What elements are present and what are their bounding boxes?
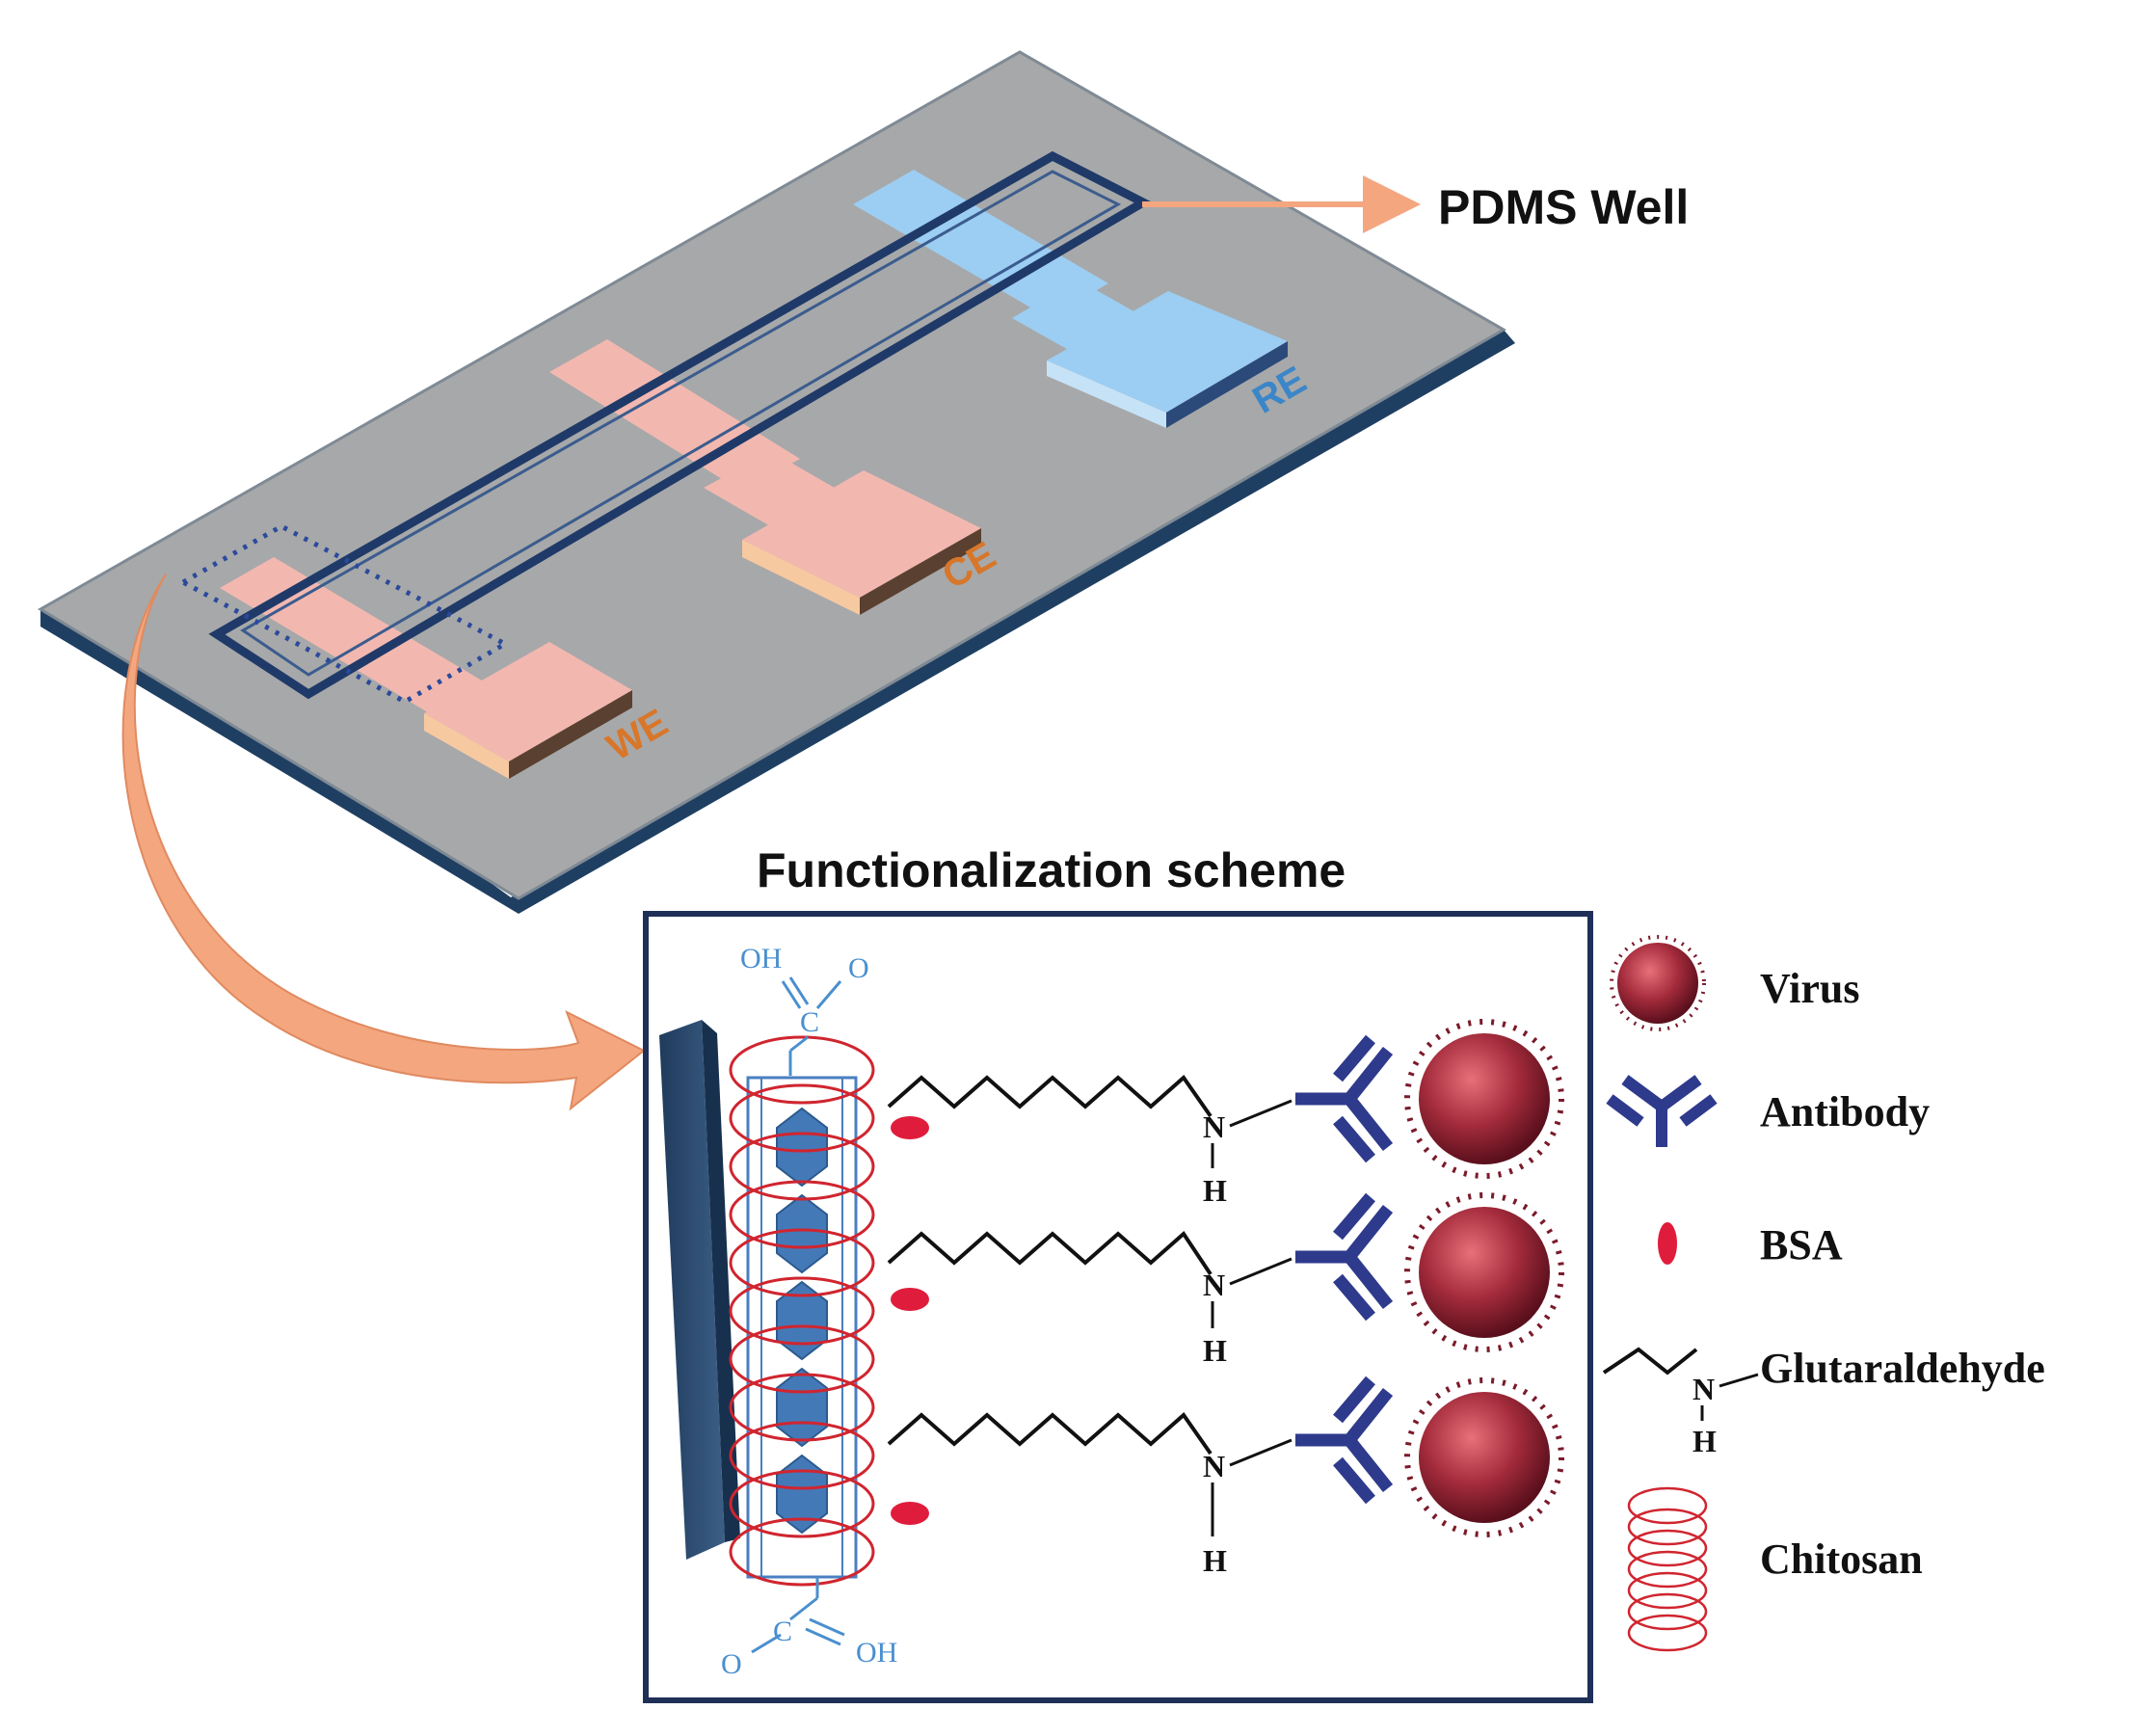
legend-glutaraldehyde-label: Glutaraldehyde (1760, 1345, 2045, 1392)
amine-n: N (1203, 1449, 1225, 1483)
chitosan-icon (1627, 1486, 1708, 1652)
legend-bsa-label: BSA (1760, 1221, 1843, 1269)
bsa-marker (891, 1288, 929, 1311)
carboxyl-top-c: C (800, 1006, 819, 1038)
reference-electrode (853, 170, 1288, 428)
bsa-marker (891, 1116, 929, 1139)
carboxyl-top-oh: OH (740, 943, 782, 975)
chitosan-column (729, 1035, 875, 1587)
bsa-marker (891, 1502, 929, 1525)
carboxyl-top: C OH O (740, 943, 869, 1076)
legend-virus: Virus (1610, 935, 1860, 1031)
amine-h: H (1203, 1173, 1227, 1208)
glutaraldehyde-linker (887, 1230, 1213, 1276)
legend-glut-h: H (1692, 1424, 1717, 1458)
legend: Virus Antibody BSA N H Glutaraldehyde (1602, 935, 2045, 1652)
glutaraldehyde-icon (1602, 1347, 1698, 1375)
carboxyl-top-o: O (848, 952, 869, 984)
legend-chitosan-label: Chitosan (1760, 1536, 1923, 1583)
antibody-icon (1606, 1075, 1718, 1147)
carboxyl-bottom-oh: OH (856, 1637, 897, 1669)
amine-n: N (1203, 1268, 1225, 1302)
immobilization-row: N H (887, 1019, 1564, 1208)
carboxyl-bottom: C O OH (721, 1577, 897, 1680)
amine-h: H (1203, 1543, 1227, 1578)
sensor-chip: WE CE RE (38, 50, 1515, 914)
carboxyl-bottom-c: C (773, 1616, 792, 1647)
amine-n: N (1203, 1109, 1225, 1144)
amine-h: H (1203, 1333, 1227, 1368)
pdms-well-label: PDMS Well (1438, 180, 1689, 234)
legend-glutaraldehyde: N H Glutaraldehyde (1602, 1345, 2045, 1458)
legend-bsa: BSA (1658, 1221, 1843, 1269)
carboxyl-bottom-o: O (721, 1648, 742, 1680)
antibody (1295, 1034, 1394, 1163)
bsa-icon (1658, 1222, 1677, 1265)
immobilization-row: N H (887, 1375, 1564, 1578)
legend-glut-n: N (1692, 1372, 1715, 1406)
scheme-title: Functionalization scheme (757, 843, 1346, 897)
legend-antibody-label: Antibody (1760, 1088, 1930, 1135)
antibody (1295, 1375, 1394, 1505)
virus (1404, 1377, 1564, 1537)
virus (1404, 1019, 1564, 1179)
legend-virus-label: Virus (1760, 965, 1860, 1012)
legend-chitosan: Chitosan (1627, 1486, 1923, 1652)
antibody (1295, 1192, 1394, 1322)
glutaraldehyde-linker (887, 1412, 1213, 1456)
virus (1404, 1192, 1564, 1352)
glutaraldehyde-linker (887, 1075, 1213, 1118)
virus-icon (1617, 943, 1698, 1024)
zoom-arrow (121, 574, 646, 1111)
counter-electrode (549, 339, 981, 615)
immobilization-row: N H (887, 1192, 1564, 1368)
legend-antibody: Antibody (1606, 1075, 1930, 1147)
